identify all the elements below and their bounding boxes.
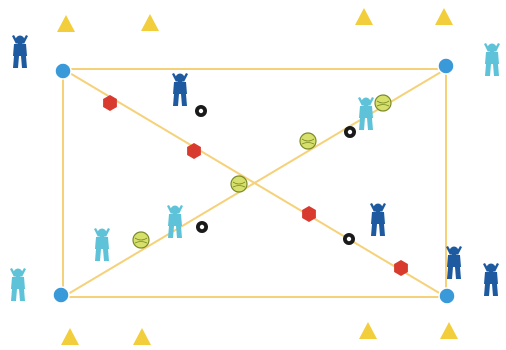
- ball-pattern: [199, 109, 203, 113]
- ball-icon-yellow: [300, 133, 316, 149]
- player-torso: [485, 52, 499, 64]
- player-torso: [95, 237, 109, 249]
- ball-icon-yellow: [231, 176, 247, 192]
- ball-pattern: [200, 225, 204, 229]
- player-torso: [484, 272, 498, 284]
- corner-marker-icon: [439, 288, 455, 304]
- corner-marker-icon: [55, 63, 71, 79]
- player-torso: [168, 214, 182, 226]
- corner-marker-icon: [53, 287, 69, 303]
- ball-icon-black: [195, 105, 207, 117]
- ball-pattern: [347, 237, 351, 241]
- ball-icon-yellow: [133, 232, 149, 248]
- corner-marker-icon: [438, 58, 454, 74]
- ball-pattern: [348, 130, 352, 134]
- ball-icon-yellow: [375, 95, 391, 111]
- player-torso: [11, 277, 25, 289]
- ball-icon-black: [343, 233, 355, 245]
- player-torso: [13, 44, 27, 56]
- player-torso: [359, 106, 373, 118]
- ball-icon-black: [344, 126, 356, 138]
- player-torso: [447, 255, 461, 267]
- player-torso: [173, 82, 187, 94]
- player-torso: [371, 212, 385, 224]
- ball-icon-black: [196, 221, 208, 233]
